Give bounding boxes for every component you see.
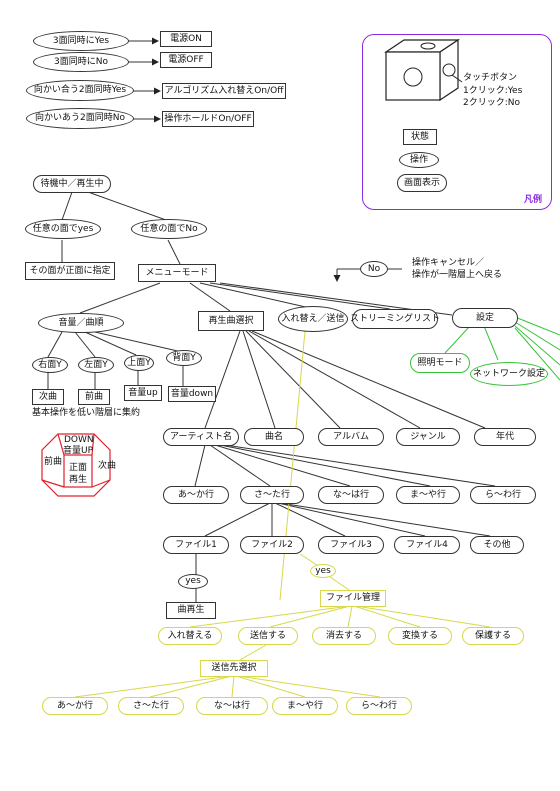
rule-result-2: 電源OFF bbox=[160, 52, 212, 68]
rule-condition-4: 向かいあう2面同時No bbox=[26, 108, 134, 129]
rule-condition-3: 向かい合う2面同時Yes bbox=[26, 80, 134, 101]
cube-next-label: 次曲 bbox=[98, 461, 117, 471]
settings-network: ネットワーク設定 bbox=[470, 362, 548, 386]
send-row-na-ha: な～は行 bbox=[196, 697, 268, 715]
legend-click2: 2クリック:No bbox=[463, 98, 520, 108]
file-4: ファイル4 bbox=[394, 536, 460, 554]
category-artist: アーティスト名 bbox=[163, 428, 239, 446]
menu-item-volume: 音量／曲順 bbox=[38, 313, 124, 333]
send-row-ma-ya: ま～や行 bbox=[272, 697, 338, 715]
kana-row-sa-ta: さ～た行 bbox=[240, 486, 304, 504]
cube-up-label: 音量UP bbox=[63, 446, 94, 456]
menu-item-select: 再生曲選択 bbox=[198, 311, 264, 331]
menu-item-streaming: ストリーミングリスト bbox=[350, 309, 440, 329]
face-back-yes: 背面Y bbox=[166, 350, 202, 366]
face-right-yes: 右面Y bbox=[32, 357, 68, 373]
category-song: 曲名 bbox=[244, 428, 304, 446]
file-3: ファイル3 bbox=[318, 536, 384, 554]
cancel-note-line2: 操作が一階層上へ戻る bbox=[412, 270, 503, 280]
file-action-protect: 保護する bbox=[462, 627, 524, 645]
file-manage-node: ファイル管理 bbox=[320, 590, 386, 607]
legend-title: 凡例 bbox=[524, 195, 543, 205]
standby-node: 待機中／再生中 bbox=[33, 175, 111, 193]
cancel-note-line1: 操作キャンセル／ bbox=[412, 258, 485, 268]
rule-result-1: 電源ON bbox=[160, 31, 212, 47]
face-top-yes: 上面Y bbox=[124, 355, 154, 371]
rule-condition-2: 3面同時にNo bbox=[33, 52, 129, 72]
file2-yes: yes bbox=[310, 564, 336, 578]
no-bubble: No bbox=[360, 261, 388, 277]
any-face-no: 任意の面でNo bbox=[131, 219, 207, 239]
send-row-a-ka: あ～か行 bbox=[42, 697, 108, 715]
category-album: アルバム bbox=[318, 428, 384, 446]
kana-row-na-ha: な～は行 bbox=[318, 486, 384, 504]
legend-cube-icon bbox=[384, 38, 460, 102]
cube-down-label: DOWN bbox=[64, 435, 94, 445]
action-next-track: 次曲 bbox=[32, 389, 64, 405]
file-2: ファイル2 bbox=[240, 536, 304, 554]
send-select-node: 送信先選択 bbox=[200, 660, 268, 677]
action-volume-up: 音量up bbox=[124, 385, 162, 401]
face-left-yes: 左面Y bbox=[78, 357, 114, 373]
file-action-delete: 消去する bbox=[312, 627, 376, 645]
kana-row-a-ka: あ～か行 bbox=[163, 486, 229, 504]
rule-result-3: アルゴリズム入れ替えOn/Off bbox=[162, 83, 286, 99]
action-prev-track: 前曲 bbox=[78, 389, 110, 405]
rule-condition-1: 3面同時にYes bbox=[33, 31, 129, 51]
legend-screen: 画面表示 bbox=[397, 174, 447, 192]
cube-play-label: 再生 bbox=[69, 475, 88, 485]
front-set-node: その面が正面に指定 bbox=[25, 262, 115, 280]
category-era: 年代 bbox=[474, 428, 536, 446]
rule-result-4: 操作ホールドOn/OFF bbox=[162, 111, 254, 127]
menu-item-swap: 入れ替え／送信 bbox=[278, 306, 348, 332]
legend-box bbox=[362, 34, 552, 210]
action-volume-down: 音量down bbox=[168, 386, 216, 402]
send-row-sa-ta: さ～た行 bbox=[118, 697, 184, 715]
file1-yes: yes bbox=[178, 574, 208, 589]
face-map-cube-icon bbox=[41, 433, 111, 497]
cube-prev-label: 前曲 bbox=[44, 457, 63, 467]
concentrate-note: 基本操作を低い階層に集約 bbox=[32, 408, 141, 418]
legend-touch-button: タッチボタン bbox=[463, 73, 518, 83]
settings-lighting: 照明モード bbox=[410, 353, 470, 373]
play-track-node: 曲再生 bbox=[166, 602, 216, 619]
file-1: ファイル1 bbox=[163, 536, 229, 554]
file-action-send: 送信する bbox=[238, 627, 298, 645]
legend-operation: 操作 bbox=[399, 152, 439, 168]
legend-click1: 1クリック:Yes bbox=[463, 86, 523, 96]
category-genre: ジャンル bbox=[396, 428, 460, 446]
menu-item-settings: 設定 bbox=[452, 308, 518, 328]
file-action-swap: 入れ替える bbox=[158, 627, 222, 645]
legend-state: 状態 bbox=[403, 129, 437, 145]
kana-row-ra-wa: ら～わ行 bbox=[470, 486, 536, 504]
file-action-convert: 変換する bbox=[388, 627, 452, 645]
cube-front-label: 正面 bbox=[69, 463, 88, 473]
any-face-yes: 任意の面でyes bbox=[25, 219, 101, 239]
file-other: その他 bbox=[470, 536, 524, 554]
menu-mode-node: メニューモード bbox=[138, 264, 216, 282]
kana-row-ma-ya: ま～や行 bbox=[396, 486, 460, 504]
send-row-ra-wa: ら～わ行 bbox=[346, 697, 412, 715]
